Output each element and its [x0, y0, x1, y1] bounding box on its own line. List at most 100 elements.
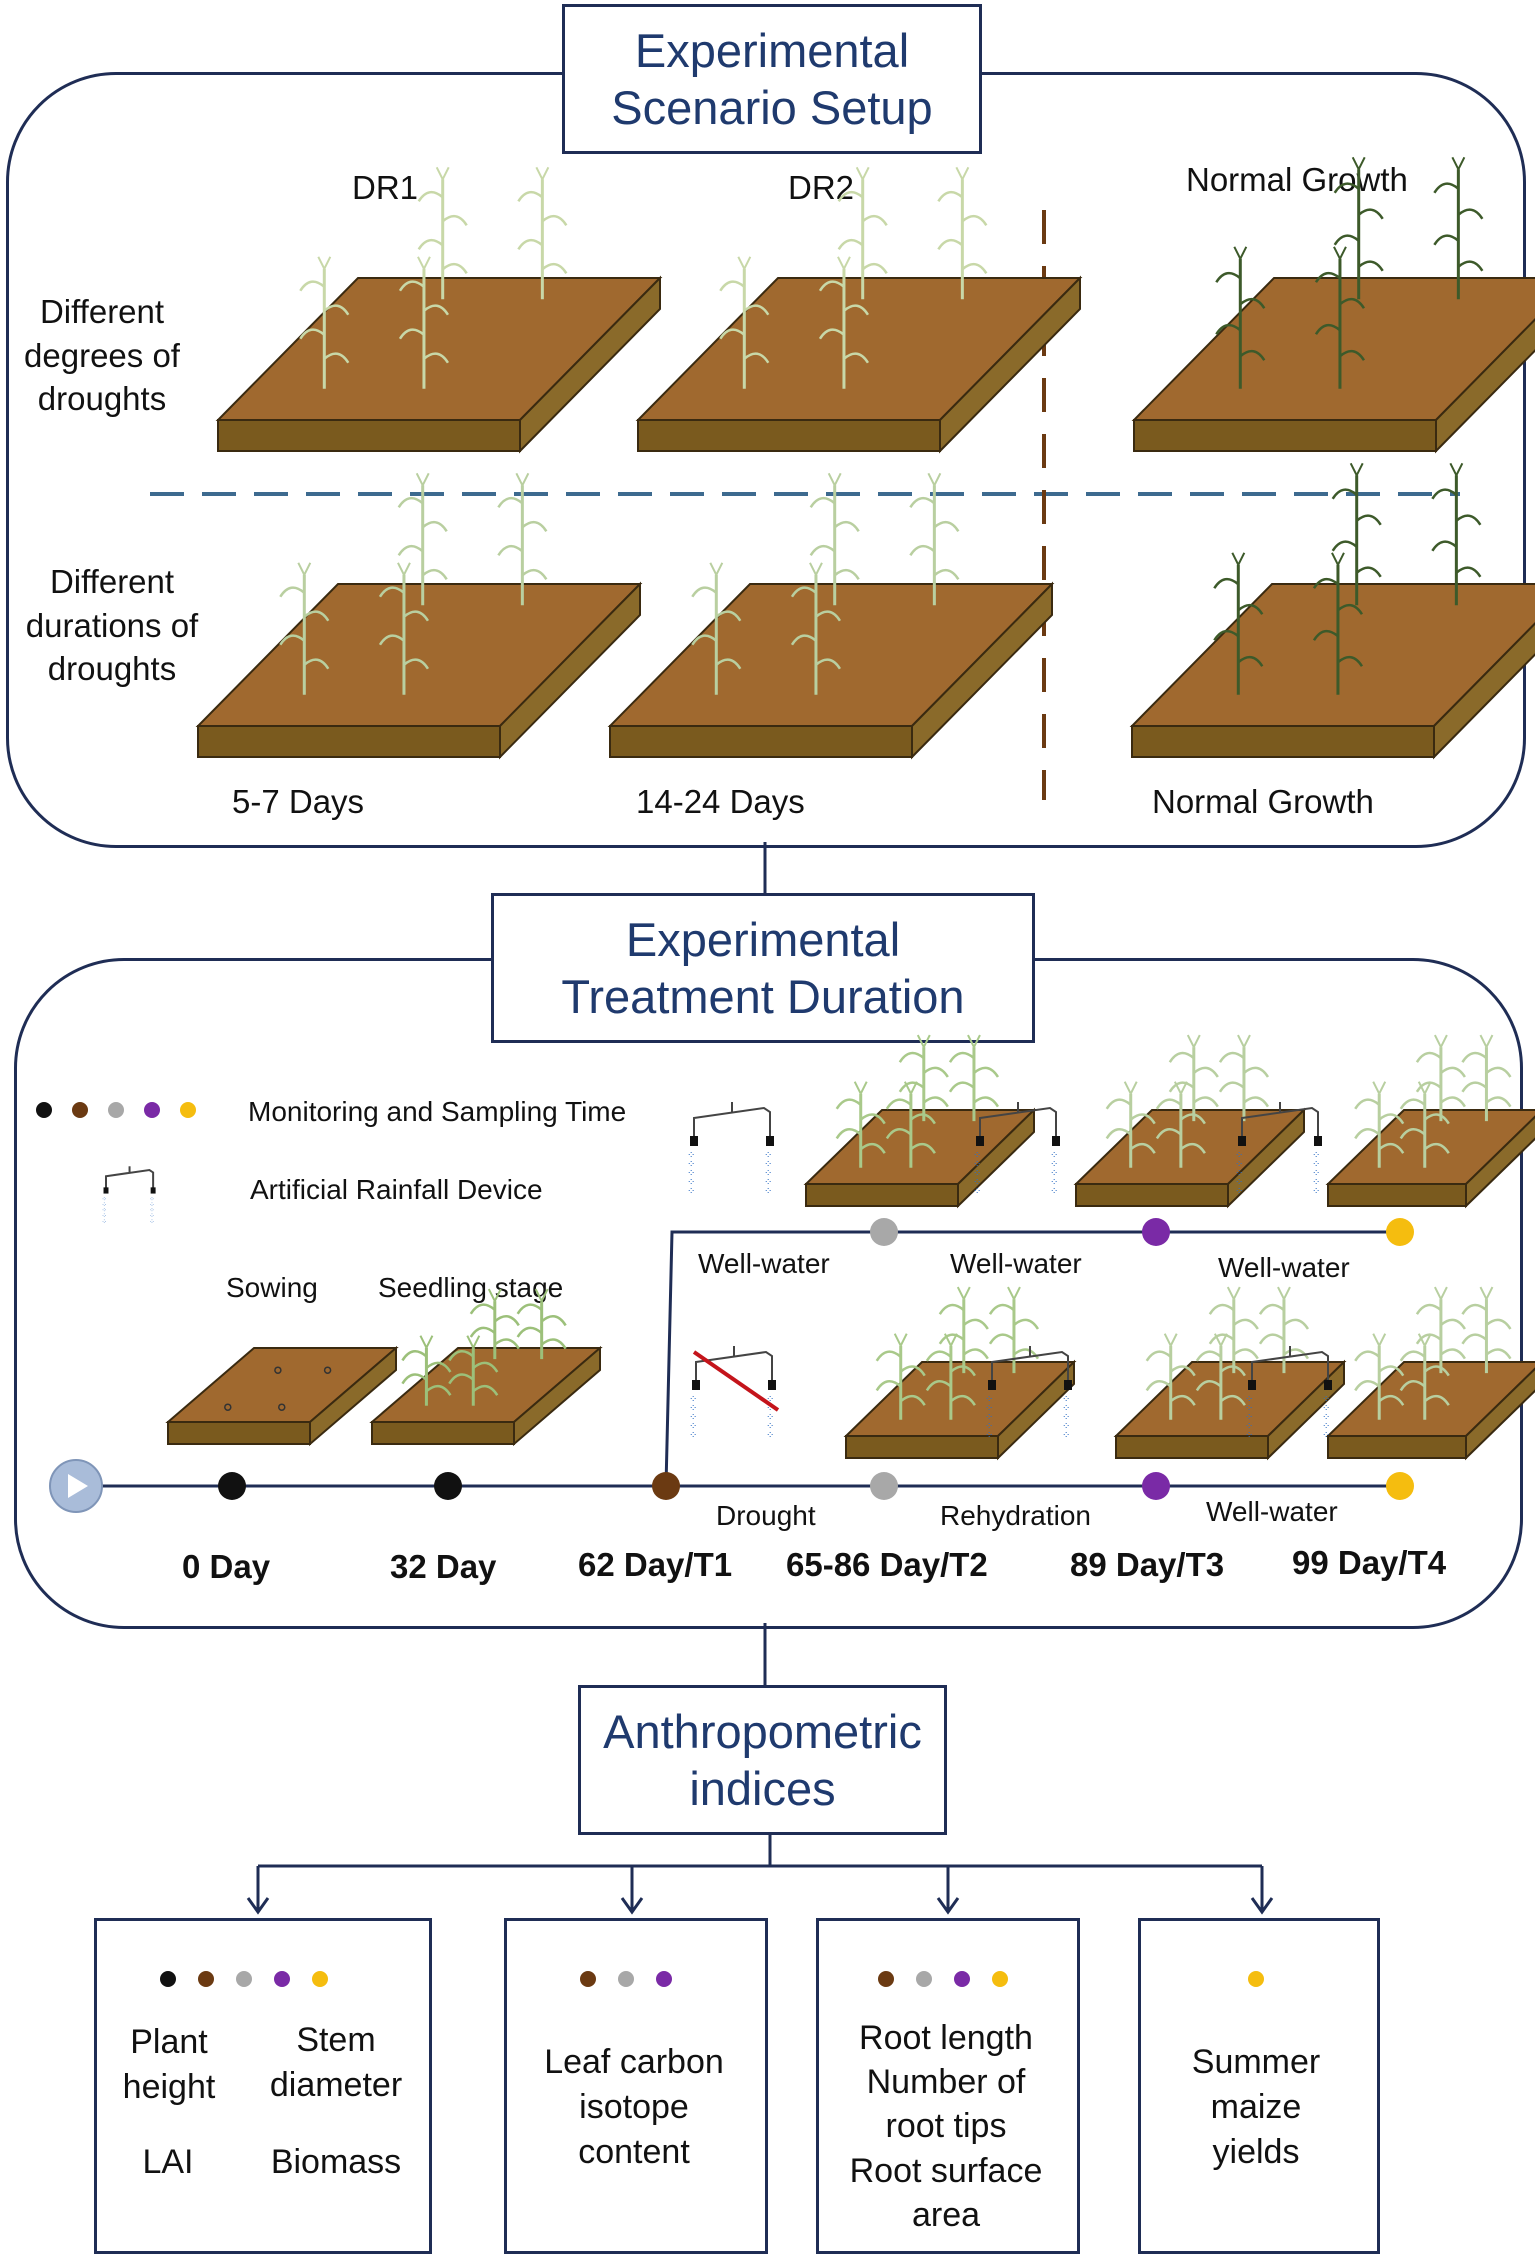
legend-sampling-label: Monitoring and Sampling Time	[248, 1096, 627, 1127]
plot-upper-1-plant-3-leaf-3	[859, 1113, 886, 1125]
plot-seedling-plant-4-tassel	[466, 1335, 481, 1349]
label-sowing: Sowing	[226, 1272, 318, 1303]
plot-upper-3-plant-1	[1415, 1034, 1466, 1122]
rain-device-upper-1-drop-r-3: ⁘	[764, 1177, 772, 1188]
plot-normal-top-side	[1435, 318, 1535, 454]
plot-14-24-days-plant-3-leaf-1	[715, 658, 742, 670]
plot-5-7-days-plant-4-leaf-2	[378, 634, 405, 646]
plot-5-7-days-plant-4-leaf-4	[378, 586, 405, 598]
rain-device-upper-3-drop-l-0: ⁘	[1235, 1150, 1243, 1161]
rain-device-lower-2-drop-l-2: ⁘	[985, 1412, 993, 1423]
plot-14-24-days-plant-2-tassel	[927, 472, 942, 486]
rain-device-upper-2-drop-r-4: ⁘	[1050, 1186, 1058, 1197]
label-normal-growth-bottom: Normal Growth	[1152, 783, 1374, 820]
rain-device-lower-3-drop-r-3: ⁘	[1322, 1421, 1330, 1432]
rain-device-lower-crossed-drop-r-2: ⁘	[766, 1412, 774, 1423]
rain-device-upper-3-drop-l-2: ⁘	[1235, 1168, 1243, 1179]
plot-upper-3-plant-2-tassel	[1479, 1034, 1494, 1048]
plot-normal-bottom-plant-1-leaf-1	[1355, 566, 1382, 578]
plot-lower-1-plant-1-leaf-4	[938, 1303, 965, 1315]
plot-lower-1-plant-4-tassel	[943, 1333, 958, 1347]
plot-lower-3-plant-3-leaf-4	[1354, 1350, 1381, 1362]
plot-dr1-plant-3	[299, 256, 350, 389]
plot-normal-top-plant-4-tassel	[1333, 246, 1347, 260]
plot-upper-1-plant-3-tassel	[853, 1081, 868, 1095]
plot-upper-2-plant-3-leaf-3	[1129, 1113, 1156, 1125]
plot-dr1-plant-4	[398, 256, 450, 389]
plot-normal-bottom-plant-2-leaf-4	[1431, 488, 1458, 500]
plot-upper-2-plant-2-leaf-1	[1243, 1096, 1270, 1108]
plot-upper-2-plant-3-leaf-4	[1105, 1098, 1132, 1110]
plot-seedling-plant-4-leaf-1	[472, 1384, 499, 1396]
plot-upper-2-plant-4-leaf-3	[1180, 1113, 1206, 1125]
plot-5-7-days	[195, 581, 643, 760]
plot-upper-2-plant-1	[1168, 1034, 1219, 1122]
legend-rain-device-drop-r-3: ⁘	[149, 1213, 154, 1220]
rain-device-upper-1-drop-r-1: ⁘	[764, 1159, 772, 1170]
plot-lower-2-plant-3-tassel	[1163, 1333, 1178, 1347]
rain-device-upper-1-drop-l-1: ⁘	[687, 1159, 695, 1170]
rain-device-upper-1-drop-l-3: ⁘	[687, 1177, 695, 1188]
lower-phase-label-rehydration: Rehydration	[940, 1500, 1091, 1531]
plot-lower-2	[1113, 1359, 1347, 1461]
timeline-dot-lower-t3	[1142, 1472, 1170, 1500]
plot-5-7-days-plant-4-leaf-3	[403, 610, 430, 622]
plot-seedling-front	[371, 1421, 515, 1445]
plot-lower-1-front	[845, 1435, 999, 1459]
plot-lower-2-plant-1	[1208, 1286, 1259, 1374]
rain-device-lower-2-nozzle-r	[1064, 1380, 1072, 1390]
plot-5-7-days-plant-2-leaf-2	[497, 544, 524, 556]
plot-normal-bottom-plant-2-tassel	[1449, 462, 1464, 476]
index-box-carbon	[504, 1918, 768, 2254]
plot-dr2-plant-1	[837, 166, 888, 300]
plot-lower-1-plant-4	[925, 1333, 976, 1420]
index-yield-dot	[1248, 1971, 1264, 1987]
plot-dr2-plant-4-leaf-4	[818, 280, 845, 292]
legend-rain-device-drop-r-0: ⁘	[149, 1196, 154, 1203]
plot-normal-top-front	[1133, 419, 1437, 452]
plot-lower-2-plant-2-leaf-2	[1258, 1333, 1285, 1345]
plot-dr1-plant-4-leaf-4	[398, 280, 425, 292]
plot-upper-1-plant-2-tassel	[967, 1034, 981, 1048]
plot-upper-3-plant-4	[1399, 1081, 1450, 1168]
plot-upper-3-front	[1327, 1183, 1467, 1207]
label-dr1: DR1	[352, 169, 419, 206]
plot-lower-2-plant-1-leaf-2	[1208, 1333, 1235, 1345]
plot-normal-top-plant-1-leaf-3	[1357, 208, 1384, 220]
plot-lower-3-plant-2-tassel	[1479, 1286, 1494, 1300]
plot-normal-top-plant-1-leaf-2	[1333, 234, 1360, 246]
plot-normal-top-plant-3	[1215, 246, 1266, 389]
plot-dr2-plant-2-tassel	[955, 166, 970, 180]
plot-upper-3-plant-3	[1354, 1081, 1405, 1168]
plot-dr2-plant-4-leaf-1	[843, 352, 870, 364]
plot-upper-1-plant-2-leaf-2	[948, 1081, 975, 1093]
plot-5-7-days-plant-3-leaf-2	[279, 634, 306, 646]
plot-seedling-plant-2-leaf-2	[516, 1326, 543, 1338]
rain-device-lower-3-drop-r-1: ⁘	[1322, 1403, 1330, 1414]
legend-rain-device-drop-l-3: ⁘	[102, 1213, 107, 1220]
plot-upper-3-plant-2-leaf-1	[1485, 1096, 1512, 1108]
plot-dr2-plant-4	[818, 256, 870, 389]
plot-upper-3-plant-1-leaf-4	[1415, 1051, 1442, 1063]
plot-lower-3-plant-2	[1461, 1286, 1512, 1374]
plot-seedling-plant-4-leaf-3	[472, 1361, 499, 1373]
plot-14-24-days	[607, 581, 1055, 760]
plot-lower-1-plant-1	[938, 1286, 989, 1374]
legend-dot-3	[108, 1102, 124, 1118]
rain-device-upper-3-drop-l-3: ⁘	[1235, 1177, 1243, 1188]
plot-lower-3-plant-3-leaf-3	[1378, 1365, 1405, 1377]
plot-upper-2-plant-4	[1155, 1081, 1206, 1168]
index-root-dot-2	[916, 1971, 932, 1987]
lower-phase-label-drought: Drought	[716, 1500, 816, 1531]
plot-5-7-days-side	[499, 581, 641, 760]
plot-5-7-days-plant-2-leaf-4	[497, 496, 524, 508]
rain-device-lower-2-drop-r-2: ⁘	[1062, 1412, 1070, 1423]
legend-dot-1	[36, 1102, 52, 1118]
plot-upper-3-plant-4-leaf-1	[1423, 1142, 1450, 1154]
plot-dr2-plant-3-leaf-1	[743, 352, 770, 364]
plot-seedling-plant-1	[469, 1288, 520, 1360]
plot-lower-2-plant-1-leaf-3	[1232, 1318, 1259, 1330]
